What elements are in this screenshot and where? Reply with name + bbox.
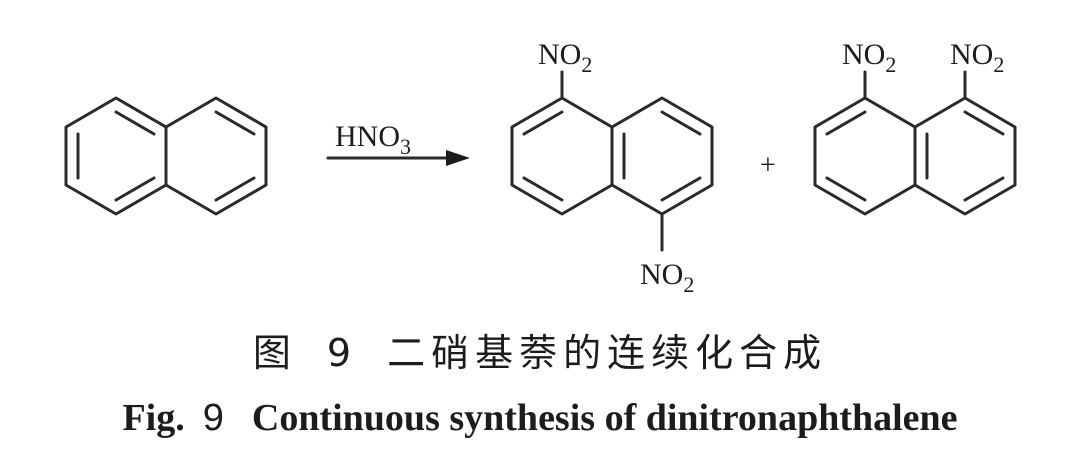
reaction-arrow	[326, 150, 470, 166]
nitro-subscript: 2	[885, 52, 896, 77]
nitro-label-right: NO2	[950, 38, 1004, 77]
caption-cn-prefix: 图	[252, 331, 297, 375]
nitro-formula: NO	[842, 38, 885, 71]
naphthalene-structure	[64, 96, 268, 216]
figure-caption-english: Fig. 9 Continuous synthesis of dinitronaph…	[0, 396, 1080, 440]
reagent-subscript: 3	[400, 134, 411, 159]
nitro-label-bottom: NO2	[640, 258, 694, 297]
caption-en-number: 9	[202, 397, 224, 439]
dinitronaphthalene-1-8-structure	[813, 70, 1017, 216]
nitro-formula: NO	[950, 38, 993, 71]
nitro-formula: NO	[538, 38, 581, 71]
nitro-subscript: 2	[581, 52, 592, 77]
reagent-formula: HNO	[335, 120, 400, 153]
nitro-subscript: 2	[683, 272, 694, 297]
nitro-subscript: 2	[993, 52, 1004, 77]
plus-sign: +	[760, 150, 776, 181]
nitro-formula: NO	[640, 258, 683, 291]
nitro-label-left: NO2	[842, 38, 896, 77]
reagent-label: HNO3	[335, 120, 411, 159]
nitro-label-top: NO2	[538, 38, 592, 77]
caption-cn-number: 9	[326, 331, 358, 375]
caption-cn-text: 二硝基萘的连续化合成	[387, 331, 828, 375]
dinitronaphthalene-1-5-structure	[510, 70, 714, 252]
caption-en-prefix: Fig.	[122, 397, 185, 439]
caption-en-text: Continuous synthesis of dinitronaphthale…	[251, 397, 958, 439]
